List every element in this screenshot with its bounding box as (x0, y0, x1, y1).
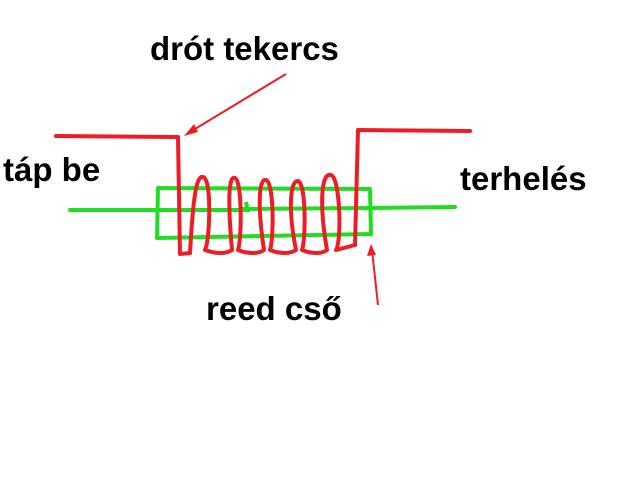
supply-input-label: táp be (3, 151, 101, 188)
coil-windings (188, 173, 357, 255)
wire-load-lead (353, 128, 472, 247)
coil-pointer-arrow (184, 73, 287, 136)
wire-coil (54, 128, 472, 256)
reed-lead-right (366, 205, 457, 210)
reed-contact-gap (244, 201, 250, 213)
load-label: terhelés (460, 160, 587, 197)
reed-pointer-arrow (367, 244, 379, 306)
reed-tube-label: reed cső (206, 290, 342, 327)
coil-label: drót tekercs (150, 30, 339, 67)
wire-supply-lead (54, 134, 192, 256)
reed-glass-body (155, 186, 373, 240)
